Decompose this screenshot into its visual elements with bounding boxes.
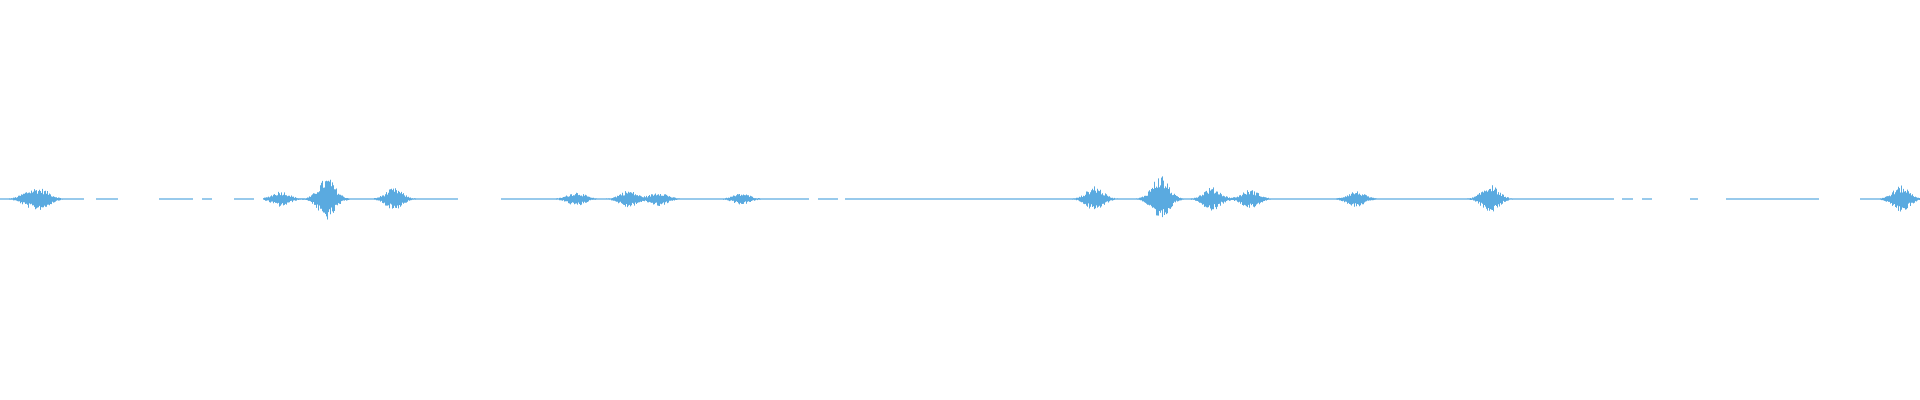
waveform-segment xyxy=(845,177,1614,216)
waveform-segment xyxy=(263,180,458,220)
waveform-segment xyxy=(1726,198,1819,200)
waveform-trace xyxy=(0,176,1920,220)
waveform-segment xyxy=(1622,198,1633,200)
waveform-segment xyxy=(96,198,118,200)
waveform-segment xyxy=(0,188,84,210)
waveform-segment xyxy=(1860,185,1920,212)
waveform-segment xyxy=(234,198,254,200)
waveform-segment xyxy=(1642,198,1652,200)
waveform-segment xyxy=(202,198,212,200)
waveform-segment xyxy=(501,191,809,208)
waveform-segment xyxy=(818,198,838,200)
waveform-segment xyxy=(159,198,193,200)
waveform-segment xyxy=(1690,198,1698,200)
